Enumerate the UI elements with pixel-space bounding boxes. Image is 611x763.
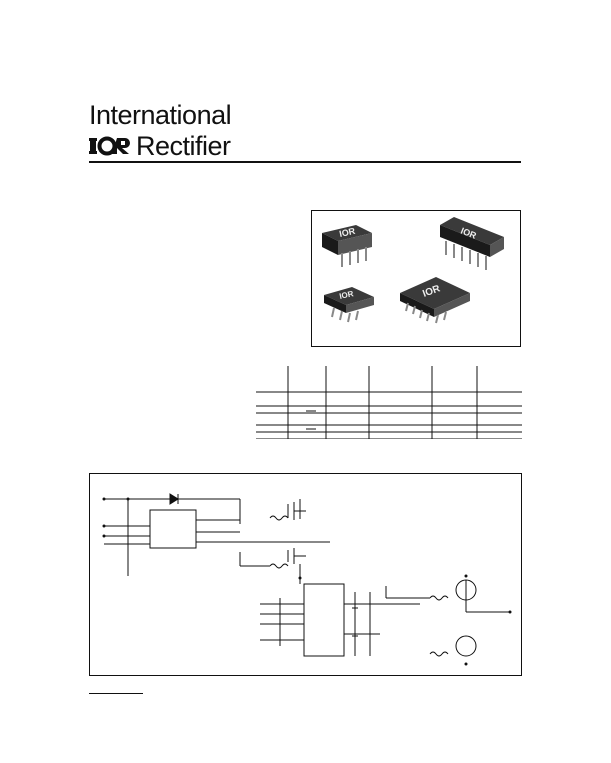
- dip8-package-image: IOR: [322, 225, 372, 267]
- brand-name-line2: Rectifier: [136, 131, 231, 161]
- package-image-frame: IOR IOR IOR: [311, 210, 521, 347]
- ior-logo-icon: [89, 136, 130, 156]
- typical-connection-diagram: [89, 473, 522, 676]
- brand-name-line1: International: [89, 100, 232, 130]
- svg-text:IOR: IOR: [338, 226, 356, 239]
- footnote-divider: [89, 693, 143, 694]
- svg-text:IOR: IOR: [339, 289, 355, 301]
- brand-logo-row: Rectifier: [89, 131, 231, 161]
- soic14-package-image: IOR: [400, 277, 470, 324]
- soic8-package-image: IOR: [324, 287, 374, 323]
- spec-table: [256, 366, 522, 439]
- schematic-drawing: [102, 493, 512, 666]
- header-divider: [89, 161, 521, 163]
- dip14-package-image: IOR: [440, 217, 504, 270]
- ic-package-icon: IOR IOR IOR: [322, 217, 504, 324]
